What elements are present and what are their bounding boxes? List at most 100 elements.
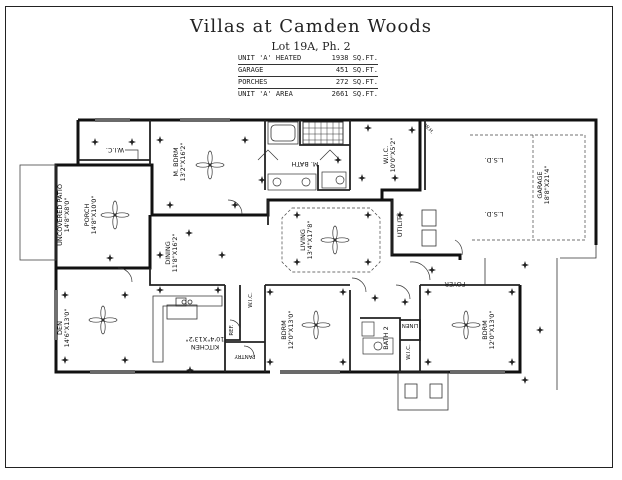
label-kitchen: KITCHEN — [191, 343, 219, 351]
label-foyer: FOYER — [444, 280, 466, 288]
label-bath-2: BATH 2 — [382, 326, 390, 349]
light-icon — [391, 174, 399, 182]
label-linen: LINEN — [402, 322, 418, 328]
area-row-total: UNIT 'A' AREA 2661 SQ.FT. — [238, 89, 378, 100]
driveway-lines — [484, 245, 597, 390]
label-m-bdrm-dim: 13'2"X16'2" — [179, 143, 187, 182]
light-icon — [401, 298, 409, 306]
utility-appliances — [421, 209, 437, 247]
light-icon — [156, 136, 164, 144]
label-den: DEN — [56, 321, 64, 335]
label-m-bdrm: M. BDRM — [172, 147, 180, 176]
light-icon — [521, 261, 529, 269]
light-icon — [508, 358, 516, 366]
area-value: 2661 SQ.FT. — [331, 90, 378, 98]
light-icon — [91, 138, 99, 146]
light-icon — [106, 254, 114, 262]
label-den-dim: 14'6"X13'0" — [63, 309, 71, 348]
light-icon — [334, 156, 342, 164]
area-value: 1938 SQ.FT. — [331, 54, 378, 62]
light-icon — [293, 211, 301, 219]
light-icon — [521, 376, 529, 384]
area-label: UNIT 'A' AREA — [238, 90, 293, 98]
label-living: LIVING — [299, 229, 307, 251]
light-icon — [156, 286, 164, 294]
light-icon — [121, 356, 129, 364]
label-wic-mid: W.I.C. — [382, 146, 390, 164]
door-swings — [117, 149, 463, 357]
plan-subtitle: Lot 19A, Ph. 2 — [271, 40, 351, 53]
light-icon — [371, 294, 379, 302]
light-icon — [241, 136, 249, 144]
light-icon — [156, 251, 164, 259]
label-m-bath: M. BATH — [291, 160, 318, 168]
light-icon — [339, 358, 347, 366]
light-icon — [61, 291, 69, 299]
light-icon — [339, 288, 347, 296]
label-patio-dim: 14'8"X8'0" — [63, 198, 71, 233]
fan-icon — [195, 150, 225, 180]
label-bdrm-2-dim: 12'0"X13'0" — [287, 311, 295, 350]
bathtub — [267, 121, 299, 145]
light-icon — [214, 286, 222, 294]
light-icon — [364, 124, 372, 132]
label-bdrm-3: BDRM — [481, 320, 489, 340]
label-garage: GARAGE — [536, 171, 544, 198]
light-icon — [61, 356, 69, 364]
light-icon — [128, 138, 136, 146]
light-icon — [364, 211, 372, 219]
light-icon — [364, 258, 372, 266]
area-value: 451 SQ.FT. — [335, 66, 378, 74]
area-row-heated: UNIT 'A' HEATED 1938 SQ.FT. — [238, 53, 378, 65]
label-wic-kitchen: W.I.C. — [248, 292, 254, 308]
area-row-garage: GARAGE 451 SQ.FT. — [238, 65, 378, 77]
label-porch: PORCH — [83, 204, 91, 227]
label-dining: DINING — [164, 241, 172, 265]
front-steps — [397, 371, 449, 411]
area-row-porches: PORCHES 272 SQ.FT. — [238, 77, 378, 89]
area-label: PORCHES — [238, 78, 268, 86]
label-living-dim: 13'4"X17'8" — [306, 221, 314, 260]
windows — [54, 118, 505, 374]
garage-parking-outline — [470, 134, 586, 241]
fan-icon — [301, 310, 331, 340]
fan-icon — [88, 305, 118, 335]
label-porch-dim: 14'8"X10'0" — [90, 196, 98, 235]
light-icon — [293, 258, 301, 266]
light-icon — [536, 326, 544, 334]
bathroom-fixtures — [267, 171, 394, 355]
light-icon — [428, 266, 436, 274]
patio-outline — [19, 164, 57, 261]
living-tray-ceiling — [281, 207, 381, 273]
fan-icon — [451, 310, 481, 340]
label-wic-mid-dim: 10'0"X5'2" — [389, 138, 397, 173]
label-ref: REF. — [229, 324, 235, 336]
area-label: GARAGE — [238, 66, 264, 74]
plan-title: Villas at Camden Woods — [189, 16, 433, 37]
fan-icon — [320, 225, 350, 255]
label-garage-dim: 18'8"X21'4" — [543, 166, 551, 205]
light-icon — [266, 288, 274, 296]
label-dining-dim: 11'8"X16'2" — [171, 234, 179, 273]
label-lsd-1: L.S.D. — [485, 156, 504, 164]
light-icon — [424, 358, 432, 366]
label-lsd-2: L.S.D. — [485, 210, 504, 218]
label-patio: UNCOVERED PATIO — [56, 184, 64, 246]
shower-grid — [302, 121, 344, 145]
label-pantry: PANTRY — [234, 353, 256, 359]
light-icon — [408, 126, 416, 134]
area-table: UNIT 'A' HEATED 1938 SQ.FT. GARAGE 451 SQ.… — [238, 53, 378, 100]
light-icon — [218, 251, 226, 259]
light-icon — [358, 174, 366, 182]
exterior-walls — [54, 118, 598, 374]
light-icon — [185, 229, 193, 237]
area-value: 272 SQ.FT. — [335, 78, 378, 86]
light-icon — [266, 358, 274, 366]
sheet-border — [5, 6, 613, 468]
label-bdrm-2: BDRM — [280, 320, 288, 340]
area-label: UNIT 'A' HEATED — [238, 54, 302, 62]
light-icon — [508, 288, 516, 296]
light-icon — [231, 201, 239, 209]
